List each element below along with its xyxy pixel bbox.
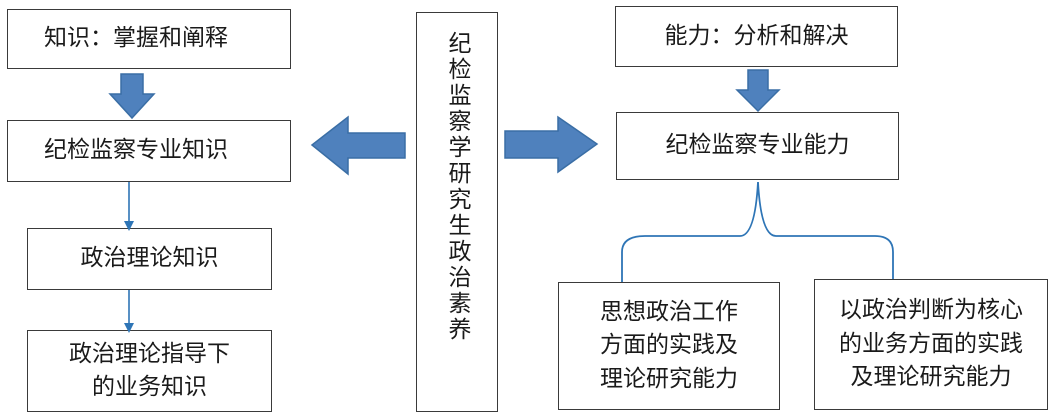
down-arrow-knowledge (108, 73, 156, 120)
political-judgment-box: 以政治判断为核心 的业务方面的实践 及理论研究能力 (814, 279, 1048, 410)
political-literacy-box: 纪检监察学研究生政治素养 (416, 12, 498, 412)
down-arrow-ability (735, 69, 781, 113)
political-judgment-label: 以政治判断为核心 的业务方面的实践 及理论研究能力 (839, 297, 1023, 391)
business-knowledge-box: 政治理论指导下 的业务知识 (27, 330, 272, 412)
ability-header-label: 能力：分析和解决 (664, 22, 849, 49)
knowledge-header-label: 知识：掌握和阐释 (44, 25, 228, 52)
business-knowledge-label: 政治理论指导下 的业务知识 (69, 340, 230, 400)
left-arrow-to-knowledge (310, 115, 406, 176)
discipline-ability-label: 纪检监察专业能力 (665, 132, 850, 159)
political-literacy-label: 纪检监察学研究生政治素养 (444, 31, 470, 343)
discipline-knowledge-label: 纪检监察专业知识 (44, 137, 228, 164)
bracket-connector (621, 181, 894, 282)
ideological-work-label: 思想政治工作 方面的实践及 理论研究能力 (600, 298, 738, 392)
discipline-knowledge-box: 纪检监察专业知识 (7, 120, 291, 182)
political-theory-label: 政治理论知识 (80, 245, 219, 272)
right-arrow-to-ability (504, 115, 599, 174)
ability-header-box: 能力：分析和解决 (615, 6, 898, 67)
ideological-work-box: 思想政治工作 方面的实践及 理论研究能力 (558, 282, 780, 410)
discipline-ability-box: 纪检监察专业能力 (616, 112, 899, 180)
political-theory-box: 政治理论知识 (27, 228, 272, 290)
knowledge-header-box: 知识：掌握和阐释 (7, 9, 291, 69)
